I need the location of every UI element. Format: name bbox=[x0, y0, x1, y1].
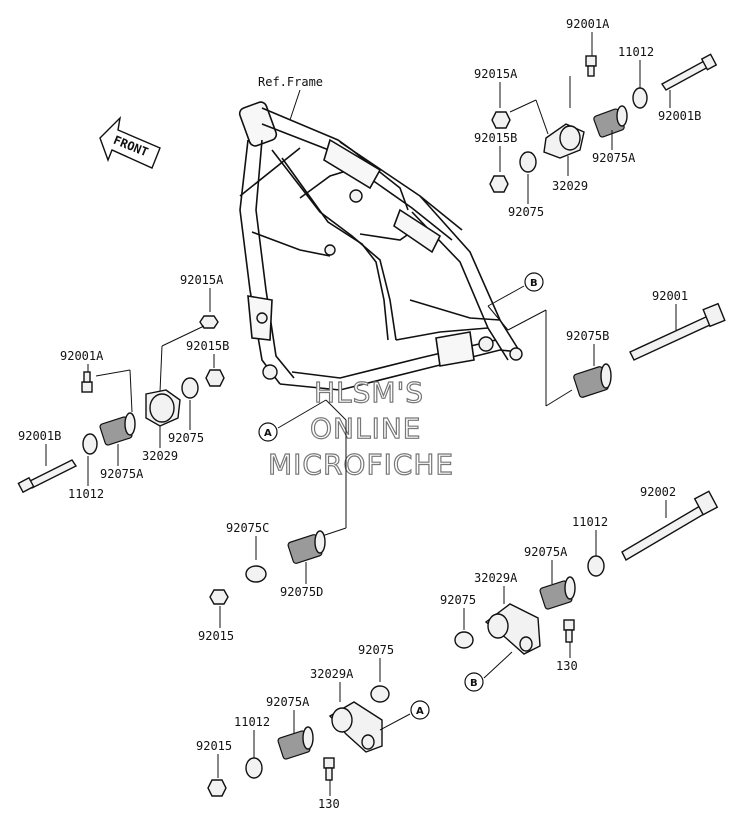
washer-92075C bbox=[245, 565, 267, 583]
label-92001A-left: 92001A bbox=[60, 349, 104, 363]
label-32029A-bottom: 32029A bbox=[310, 667, 354, 681]
label-92075D: 92075D bbox=[280, 585, 323, 599]
watermark-line-2: ONLINE bbox=[310, 412, 421, 445]
callout-a-bottom: A bbox=[416, 706, 424, 717]
label-32029A-right: 32029A bbox=[474, 571, 518, 585]
bracket-32029A-right bbox=[484, 603, 541, 655]
bolt-92001-right bbox=[629, 302, 726, 361]
front-arrow: FRONT bbox=[99, 115, 161, 169]
nut-92015-mid bbox=[209, 589, 229, 605]
bracket-32029-top bbox=[543, 123, 585, 159]
label-92001A-top: 92001A bbox=[566, 17, 610, 31]
label-92015-mid: 92015 bbox=[198, 629, 234, 643]
label-11012-right: 11012 bbox=[572, 515, 608, 529]
watermark: HLSM'S ONLINE MICROFICHE bbox=[267, 375, 454, 481]
bushing-92075B bbox=[573, 363, 612, 398]
label-92075A-bottom: 92075A bbox=[266, 695, 310, 709]
label-11012-top: 11012 bbox=[618, 45, 654, 59]
nut-92015A-left bbox=[199, 315, 219, 329]
label-92015B-left: 92015B bbox=[186, 339, 229, 353]
label-11012-bottom: 11012 bbox=[234, 715, 270, 729]
callout-b-bottom: B bbox=[470, 678, 478, 689]
label-92002: 92002 bbox=[640, 485, 676, 499]
bushing-92075A-left bbox=[99, 412, 136, 446]
label-92075-left: 92075 bbox=[168, 431, 204, 445]
label-92001-right: 92001 bbox=[652, 289, 688, 303]
ref-frame-label: Ref.Frame bbox=[258, 75, 323, 89]
washer-92075-right bbox=[454, 631, 474, 649]
label-130-bottom: 130 bbox=[318, 797, 340, 811]
callout-b-top: B bbox=[530, 278, 538, 289]
nut-92015-bottom bbox=[207, 779, 227, 797]
washer-92075-top bbox=[519, 151, 537, 173]
label-92015B-top: 92015B bbox=[474, 131, 517, 145]
label-11012-left: 11012 bbox=[68, 487, 104, 501]
label-92075-top: 92075 bbox=[508, 205, 544, 219]
label-130-right: 130 bbox=[556, 659, 578, 673]
label-92075B: 92075B bbox=[566, 329, 609, 343]
label-92075C: 92075C bbox=[226, 521, 269, 535]
bolt-130-right bbox=[563, 619, 575, 643]
washer-11012-left bbox=[82, 433, 98, 455]
nut-92015B-left bbox=[205, 369, 225, 387]
motorcycle-frame bbox=[238, 101, 523, 391]
watermark-line-1: HLSM'S bbox=[314, 376, 424, 409]
washer-11012-bottom bbox=[245, 757, 263, 779]
bushing-92075D bbox=[287, 530, 326, 564]
washer-92075-left bbox=[181, 377, 199, 399]
watermark-line-3: MICROFICHE bbox=[268, 448, 454, 481]
bolt-92001B-top bbox=[660, 53, 718, 91]
label-32029-left: 32029 bbox=[142, 449, 178, 463]
callout-a-left: A bbox=[264, 428, 272, 439]
bushing-92075A-right bbox=[539, 576, 576, 610]
washer-92075-bottom bbox=[370, 685, 390, 703]
label-92075A-right: 92075A bbox=[524, 545, 568, 559]
bushing-92075A-top bbox=[593, 105, 628, 138]
label-32029-top: 32029 bbox=[552, 179, 588, 193]
bushing-92075A-bottom bbox=[277, 726, 314, 760]
bolt-92001A-top bbox=[585, 55, 597, 77]
bolt-130-bottom bbox=[323, 757, 335, 781]
label-92075-right: 92075 bbox=[440, 593, 476, 607]
label-92001B-left: 92001B bbox=[18, 429, 61, 443]
label-92015A-top: 92015A bbox=[474, 67, 518, 81]
bolt-92001A-left bbox=[81, 371, 93, 393]
bolt-92001B-left bbox=[17, 459, 78, 494]
label-92015-bottom: 92015 bbox=[196, 739, 232, 753]
washer-11012-top bbox=[632, 87, 648, 109]
nut-92015B-top bbox=[489, 175, 509, 193]
washer-11012-right bbox=[587, 555, 605, 577]
label-92075A-top: 92075A bbox=[592, 151, 636, 165]
bracket-32029A-bottom bbox=[328, 701, 383, 753]
bracket-32029-left bbox=[145, 389, 181, 427]
nut-92015A-top bbox=[491, 111, 511, 129]
label-92075-bottom: 92075 bbox=[358, 643, 394, 657]
label-92075A-left: 92075A bbox=[100, 467, 144, 481]
label-92001B-top: 92001B bbox=[658, 109, 701, 123]
label-92015A-left: 92015A bbox=[180, 273, 224, 287]
bolt-92002 bbox=[621, 490, 719, 561]
